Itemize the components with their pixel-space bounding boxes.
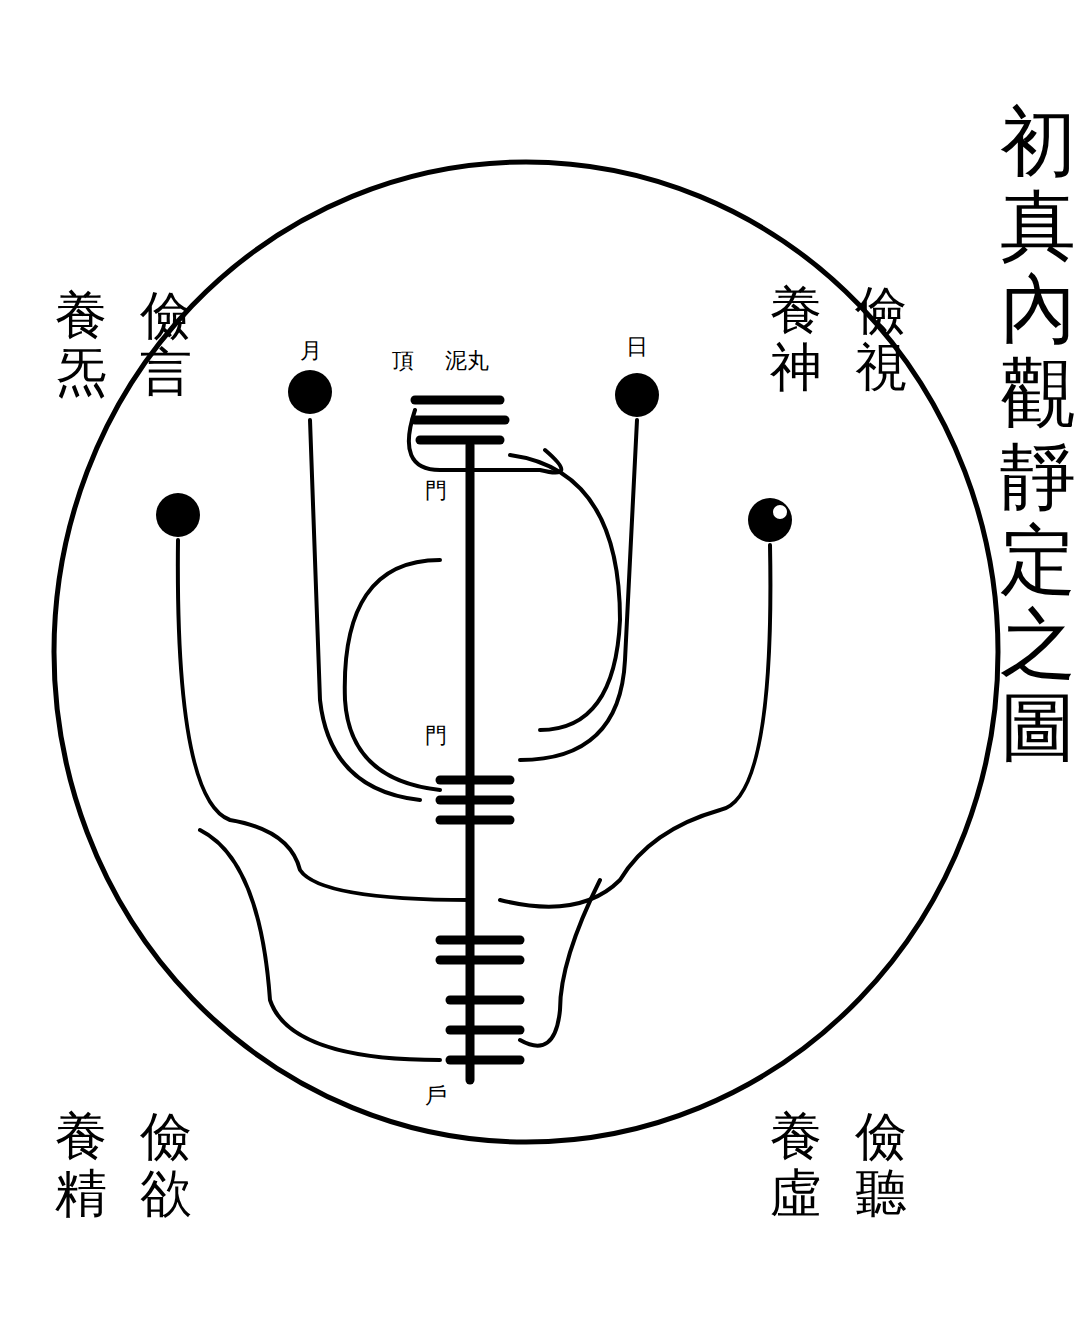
point-label: 月 (300, 340, 322, 362)
point-label: 日 (626, 336, 648, 358)
channels (178, 410, 771, 1060)
maxim: 儉視 (855, 282, 907, 396)
orbs (156, 370, 792, 542)
point-label: 戶 (425, 1085, 447, 1107)
point-label: 泥丸 (445, 350, 489, 372)
point-label: 頂 (392, 350, 414, 372)
maxim: 儉言 (140, 287, 192, 401)
maxim: 儉欲 (140, 1108, 192, 1222)
spine (415, 400, 520, 1080)
maxim: 養虛 (770, 1108, 822, 1222)
maxim: 養精 (55, 1108, 107, 1222)
maxim: 養炁 (55, 287, 107, 401)
title: 初真內觀靜定之圖 (1000, 100, 1076, 769)
point-label: 門 (425, 725, 447, 747)
outer-circle (54, 162, 998, 1142)
point-label: 門 (425, 480, 447, 502)
maxim: 儉聽 (855, 1108, 907, 1222)
maxim: 養神 (770, 282, 822, 396)
